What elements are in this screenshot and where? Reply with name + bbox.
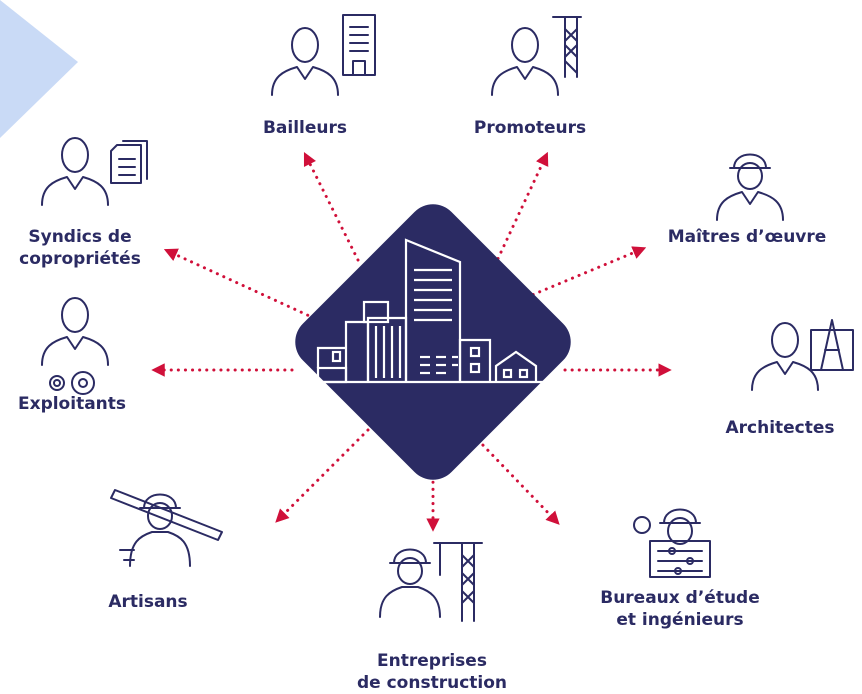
label-bailleurs: Bailleurs (263, 117, 347, 139)
arrow-promoteurs (493, 151, 549, 267)
label-syndics-de-coproprietes: Syndics de copropriétés (19, 226, 141, 270)
worker-with-crane-icon (379, 542, 483, 622)
arrow-maitres (518, 246, 647, 302)
corner-decoration (0, 0, 78, 138)
arrow-syndics (163, 248, 342, 332)
arrow-artisans (275, 428, 370, 523)
person-with-crane-icon (491, 16, 582, 96)
person-with-blueprint-compass-icon (751, 319, 854, 391)
label-line: de construction (356, 673, 508, 693)
label-bureaux-detude: Bureaux d’étude et ingénieurs (600, 587, 760, 631)
engineer-with-control-panel-icon (633, 508, 711, 578)
label-architectes: Architectes (725, 417, 834, 439)
label-line: et ingénieurs (616, 610, 744, 630)
label-line: Architectes (725, 418, 835, 438)
arrow-bailleurs (303, 151, 360, 262)
label-maitres-doeuvre: Maîtres d’œuvre (668, 226, 827, 248)
label-line: Bureaux d’étude (600, 588, 760, 608)
label-artisans: Artisans (108, 591, 187, 613)
label-line: Entreprises (377, 651, 487, 671)
label-line: Promoteurs (473, 118, 587, 138)
label-line: Maîtres d’œuvre (667, 227, 827, 247)
city-buildings-diamond-icon (295, 204, 571, 480)
label-exploitants: Exploitants (18, 393, 126, 415)
label-line: Syndics de (28, 227, 132, 247)
person-with-gears-icon (41, 297, 109, 395)
label-promoteurs: Promoteurs (474, 117, 586, 139)
label-entreprises-de-construction: Entreprises de construction (357, 650, 507, 694)
label-line: copropriétés (19, 249, 141, 269)
person-with-documents-icon (41, 137, 148, 206)
person-with-building-icon (271, 14, 376, 96)
arrow-bureaux (476, 438, 560, 525)
label-line: Artisans (108, 592, 188, 612)
worker-with-level-and-wrench-icon (110, 489, 223, 567)
person-with-hardhat-icon (716, 153, 784, 221)
label-line: Bailleurs (262, 118, 348, 138)
label-line: Exploitants (17, 394, 127, 414)
arrows (151, 151, 672, 532)
